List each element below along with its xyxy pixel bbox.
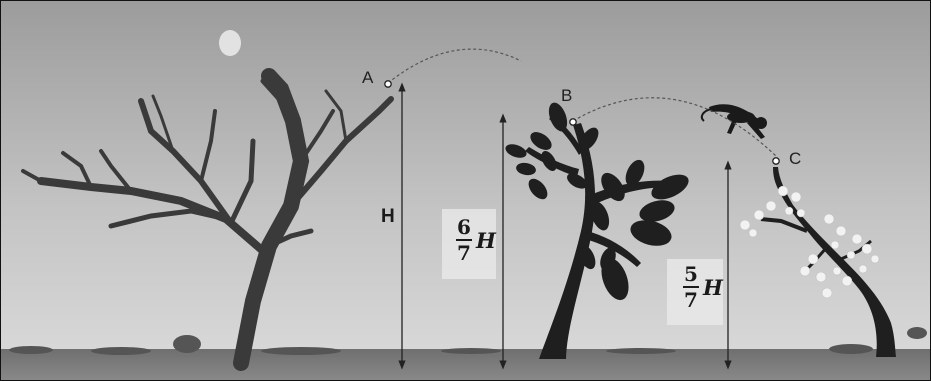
point-c-label: C <box>789 149 801 168</box>
leafy-tree-b <box>505 102 689 359</box>
ground <box>1 349 930 380</box>
moon <box>219 30 241 56</box>
height-label-c-denominator: 7 <box>684 288 698 312</box>
height-label-c-numerator: 5 <box>684 262 698 286</box>
height-label-b-variable: H <box>476 227 496 253</box>
height-label-b-denominator: 7 <box>457 241 471 265</box>
trajectory-b-to-c <box>572 97 777 157</box>
point-b-label: B <box>561 86 572 105</box>
height-label-c-variable: H <box>703 274 723 300</box>
height-label-b: 6 7 H <box>456 216 496 264</box>
height-label-b-numerator: 6 <box>457 215 471 239</box>
height-label-c: 5 7 H <box>683 263 723 311</box>
point-b-marker <box>569 118 577 126</box>
jump-trajectories <box>387 48 777 157</box>
point-a-marker <box>384 80 392 88</box>
point-a-label: A <box>362 68 374 87</box>
fraction-bar <box>683 286 699 288</box>
trajectory-a-to-b <box>387 48 522 84</box>
height-label-c-backdrop <box>667 259 723 325</box>
blossom-clusters <box>739 185 880 299</box>
horizon-shrubs <box>9 327 927 355</box>
height-label-a: H <box>381 206 395 227</box>
height-label-b-backdrop <box>442 209 496 279</box>
dead-tree-a <box>21 68 394 371</box>
fraction-bar <box>456 239 472 241</box>
blossom-tree-c <box>739 167 896 357</box>
point-c-marker <box>772 157 780 165</box>
